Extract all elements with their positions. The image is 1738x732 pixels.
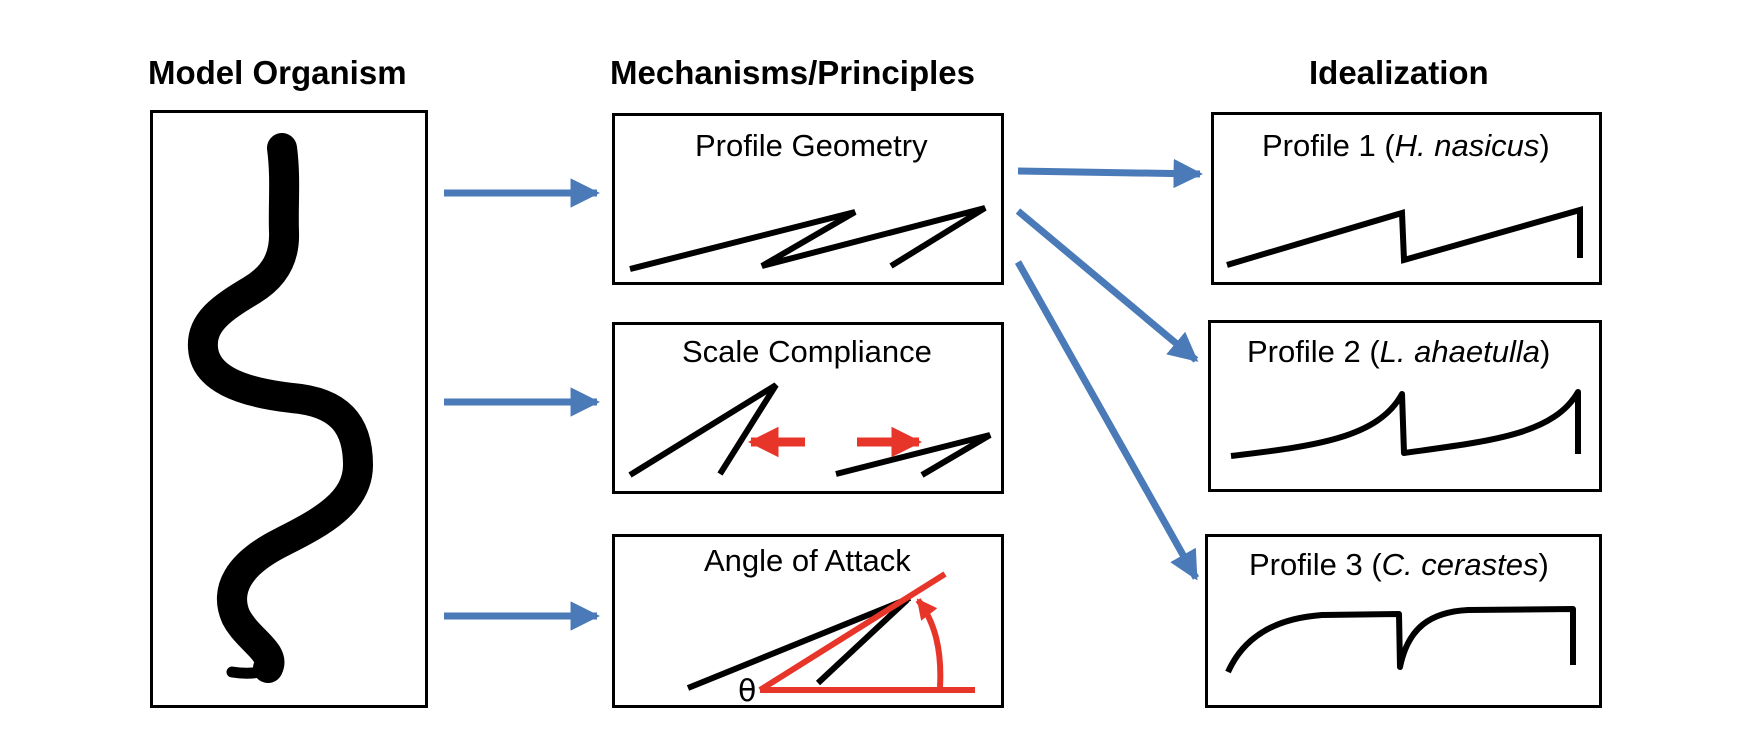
arrow-to-profile-2 — [1015, 208, 1199, 363]
profile-3-species: C. cerastes — [1381, 547, 1539, 582]
header-idealization: Idealization — [1309, 54, 1489, 91]
model-organism-panel — [150, 110, 428, 708]
profile-1-title: Profile 1 (H. nasicus) — [1262, 128, 1550, 163]
mechanism-to-profile-arrows — [1014, 158, 1203, 581]
arrow-to-profile-1 — [1017, 158, 1203, 189]
profile-geometry-title: Profile Geometry — [695, 128, 928, 163]
profile-1-species: H. nasicus — [1394, 128, 1540, 163]
profile-2-species: L. ahaetulla — [1379, 334, 1540, 369]
profile-2-title: Profile 2 (L. ahaetulla) — [1247, 334, 1551, 369]
profile-3-title: Profile 3 (C. cerastes) — [1249, 547, 1549, 582]
header-mechanisms: Mechanisms/Principles — [610, 54, 975, 91]
angle-of-attack-title: Angle of Attack — [704, 543, 911, 578]
arrow-to-profile-3 — [1014, 260, 1200, 581]
organism-to-mechanism-arrows — [444, 178, 600, 631]
scale-compliance-title: Scale Compliance — [682, 334, 932, 369]
header-model-organism: Model Organism — [148, 54, 407, 91]
